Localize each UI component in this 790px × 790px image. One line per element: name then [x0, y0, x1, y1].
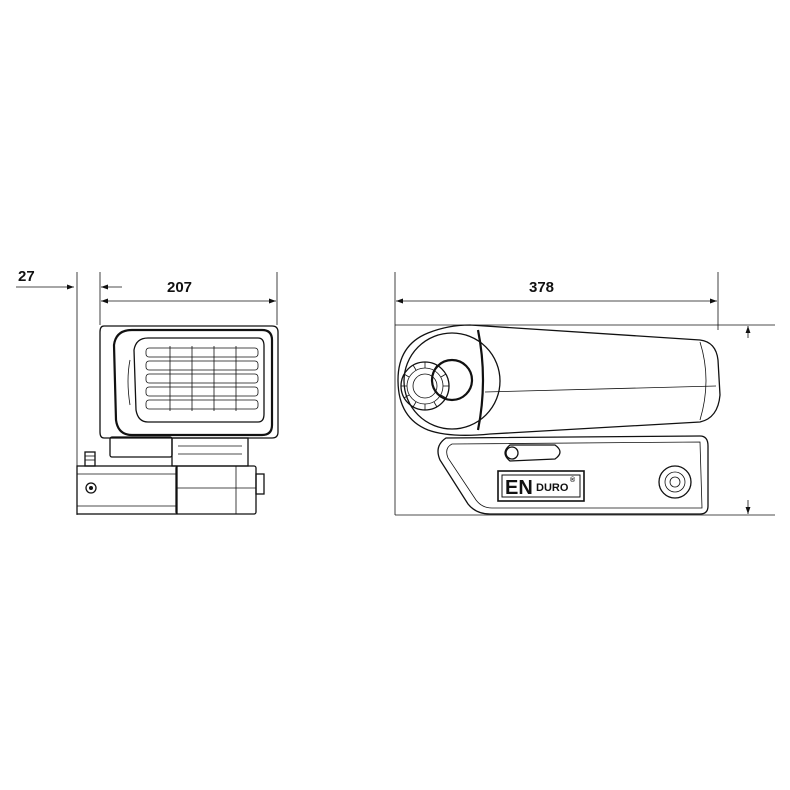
side-view-chassis-rail	[76, 465, 178, 515]
dimension-offset-label: 27	[18, 268, 35, 285]
front-view-slot-bolt	[505, 446, 519, 460]
front-view-roller-outer	[403, 332, 501, 430]
grille-rib	[145, 386, 259, 397]
dimension-side-width: 207	[101, 279, 276, 304]
front-view-shaft-cap	[430, 358, 474, 402]
dimension-side-width-label: 207	[167, 279, 192, 296]
side-view-grille	[145, 346, 259, 411]
grille-rib	[145, 347, 259, 358]
logo-brand-sub: DURO	[536, 482, 569, 494]
grille-rib	[145, 373, 259, 384]
front-view-pivot-bolt	[664, 471, 686, 493]
logo-badge-inner	[501, 474, 581, 498]
grille-rib	[145, 360, 259, 371]
front-view-roller	[400, 332, 501, 430]
side-view-bracket-top	[109, 436, 173, 458]
front-view-gear-teeth	[401, 362, 449, 410]
front-view-gear-hub	[412, 373, 438, 399]
front-view-pivot-washer	[658, 465, 692, 499]
dimension-front-length: 378	[396, 279, 717, 304]
front-view-pivot-center	[669, 476, 681, 488]
side-view-bolt-center	[89, 486, 93, 490]
front-view-body-ridge	[476, 329, 485, 431]
side-view-gearbox	[175, 465, 257, 515]
dimension-front-length-label: 378	[529, 279, 554, 296]
side-view	[76, 325, 279, 515]
logo-brand-main: EN	[505, 477, 533, 499]
front-view-gear	[400, 361, 450, 411]
side-view-grille-frame	[133, 337, 265, 423]
front-view-adjust-slot	[504, 444, 561, 462]
side-view-gearbox-top	[171, 437, 249, 467]
dimension-offset: 27	[16, 268, 122, 290]
side-view-housing-outer	[99, 325, 279, 439]
front-view-plate-inner	[446, 441, 703, 509]
front-view-endcap	[699, 341, 707, 421]
side-view-bolt	[85, 482, 97, 494]
grille-rib	[145, 399, 259, 410]
side-view-housing-shell	[112, 328, 274, 437]
logo-registered-mark: ®	[570, 476, 576, 484]
front-view-motor-body	[397, 324, 721, 436]
front-view: EN DURO ®	[397, 324, 721, 515]
side-view-stud	[84, 451, 96, 467]
front-view-body-seam	[484, 385, 717, 393]
enduro-logo: EN DURO ®	[497, 470, 585, 502]
side-view-shaft-end	[255, 473, 265, 495]
side-view-housing-curve	[127, 359, 131, 406]
front-view-gear-inner	[406, 367, 444, 405]
